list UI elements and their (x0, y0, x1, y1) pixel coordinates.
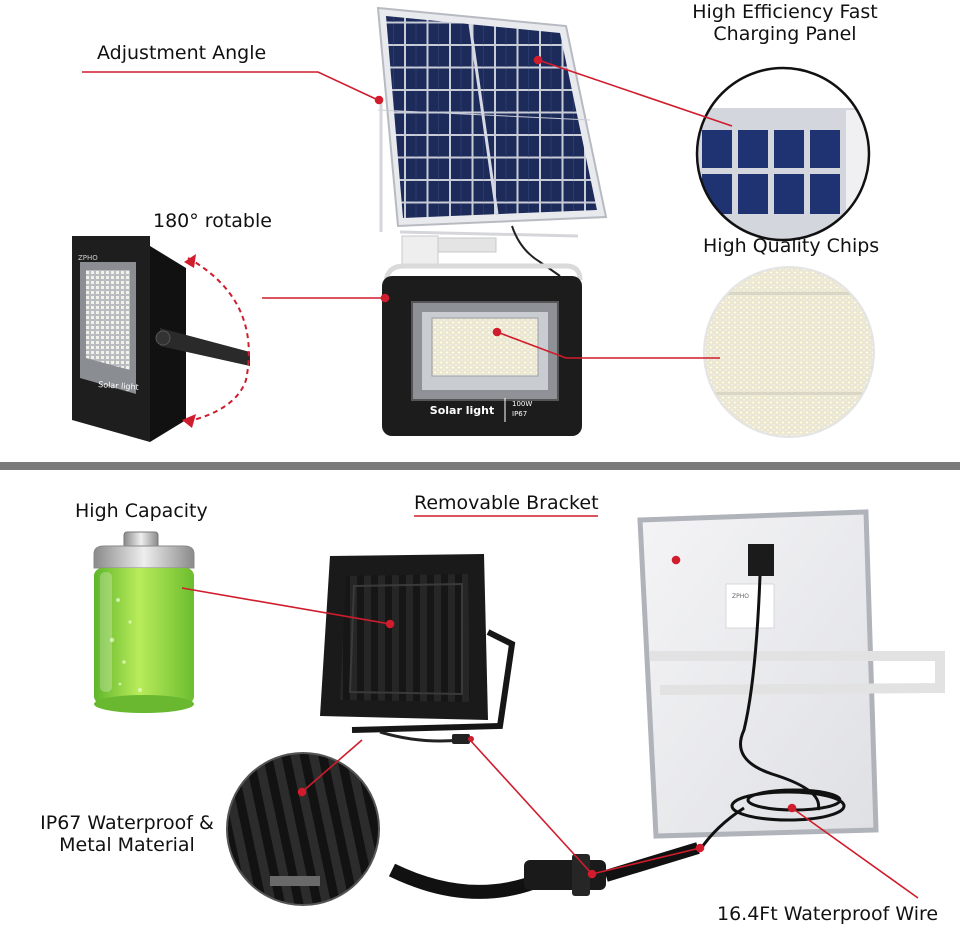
battery-illustration (93, 531, 195, 713)
panel-brand-print: ZPHO (732, 593, 749, 600)
solar-panel (376, 6, 608, 238)
label-high-capacity: High Capacity (75, 500, 208, 522)
rating-print: IP67 (512, 410, 527, 418)
top-pointer-lines (82, 55, 733, 359)
label-waterproof-line1: IP67 Waterproof & (40, 812, 214, 834)
label-removable-bracket: Removable Bracket (414, 492, 599, 514)
label-high-quality-chips: High Quality Chips (703, 235, 880, 257)
label-rotable: 180° rotable (153, 210, 272, 232)
label-waterproof: IP67 Waterproof & Metal Material (34, 812, 220, 856)
rotated-solar-light-print: Solar light (98, 380, 139, 392)
label-adjustment-angle: Adjustment Angle (97, 42, 267, 64)
label-waterproof-wire: 16.4Ft Waterproof Wire (717, 903, 939, 925)
label-waterproof-line2: Metal Material (59, 834, 195, 856)
floodlight-back (320, 554, 516, 744)
label-high-efficiency-line2: Charging Panel (713, 23, 857, 45)
waterproof-connector (388, 842, 700, 899)
label-high-efficiency-line1: High Efficiency Fast (692, 1, 878, 23)
section-divider (0, 462, 960, 470)
wattage-print: 100W (512, 400, 532, 408)
chip-zoom-circle (703, 266, 875, 438)
panel-zoom-circle (695, 66, 871, 242)
bottom-pointer-lines (181, 515, 919, 899)
rotated-floodlight: ZPHO Solar light (72, 236, 250, 442)
fin-zoom-circle (226, 752, 380, 906)
solar-light-print: Solar light (430, 404, 494, 417)
panel-back: ZPHO (637, 509, 945, 851)
brand-print: ZPHO (78, 254, 98, 262)
label-high-efficiency: High Efficiency Fast Charging Panel (680, 1, 890, 45)
panel-mount-bracket (383, 225, 583, 285)
main-floodlight: Solar light 100W IP67 (382, 276, 582, 436)
